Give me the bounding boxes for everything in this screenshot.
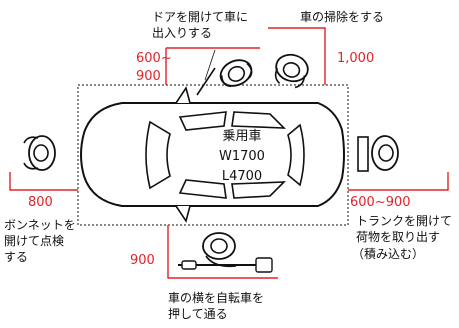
car-width: W1700 xyxy=(219,149,265,164)
person-bicycle xyxy=(178,232,273,273)
dim-door-line2: 900 xyxy=(136,69,161,84)
dim-clean: 1,000 xyxy=(337,51,374,66)
car-length: L4700 xyxy=(222,169,262,184)
label-trunk-line3: （積み込む） xyxy=(352,246,424,261)
side-window-top-rear xyxy=(231,111,287,129)
clearance-area xyxy=(77,84,349,226)
windshield xyxy=(145,120,171,190)
person-trunk xyxy=(357,135,399,172)
label-trunk-line2: 荷物を取り出す xyxy=(356,230,440,244)
person-bonnet xyxy=(23,135,56,171)
dim-clean-bracket xyxy=(268,27,326,85)
car-body xyxy=(80,102,345,207)
car-name: 乗用車 xyxy=(222,129,261,144)
person-cleaning xyxy=(274,53,309,89)
label-bicycle-line2: 押して通る xyxy=(168,307,228,321)
label-door-line1: ドアを開けて車に xyxy=(152,10,248,24)
dim-rear-bracket xyxy=(348,172,449,191)
dim-door-line1: 600~ xyxy=(136,51,172,66)
label-bonnet-line2: 開けて点検 xyxy=(4,234,64,248)
left-mirror xyxy=(175,86,191,104)
door-pointer xyxy=(204,49,216,81)
open-door xyxy=(196,67,216,96)
side-window-bottom-front xyxy=(178,179,227,199)
side-window-top-front xyxy=(178,111,227,131)
right-mirror xyxy=(175,205,191,223)
car-top-view: 乗用車 W1700 L4700 xyxy=(80,86,345,223)
label-door-line2: 出入りする xyxy=(152,26,212,40)
label-bonnet-line3: する xyxy=(4,250,28,264)
label-bonnet-line1: ボンネットを xyxy=(4,218,76,232)
dim-front: 800 xyxy=(28,195,53,210)
label-trunk-line1: トランクを開けて xyxy=(356,214,452,228)
dim-door-bracket xyxy=(165,47,260,85)
side-window-bottom-rear xyxy=(231,181,287,199)
dim-front-bracket xyxy=(9,172,78,191)
label-bicycle-line1: 車の横を自転車を xyxy=(168,291,264,305)
label-clean: 車の掃除をする xyxy=(300,9,384,24)
dim-side-bracket xyxy=(167,225,278,279)
rear-window xyxy=(287,123,305,187)
dim-side: 900 xyxy=(130,253,155,268)
person-door xyxy=(219,59,253,88)
dim-rear: 600~900 xyxy=(350,195,411,210)
